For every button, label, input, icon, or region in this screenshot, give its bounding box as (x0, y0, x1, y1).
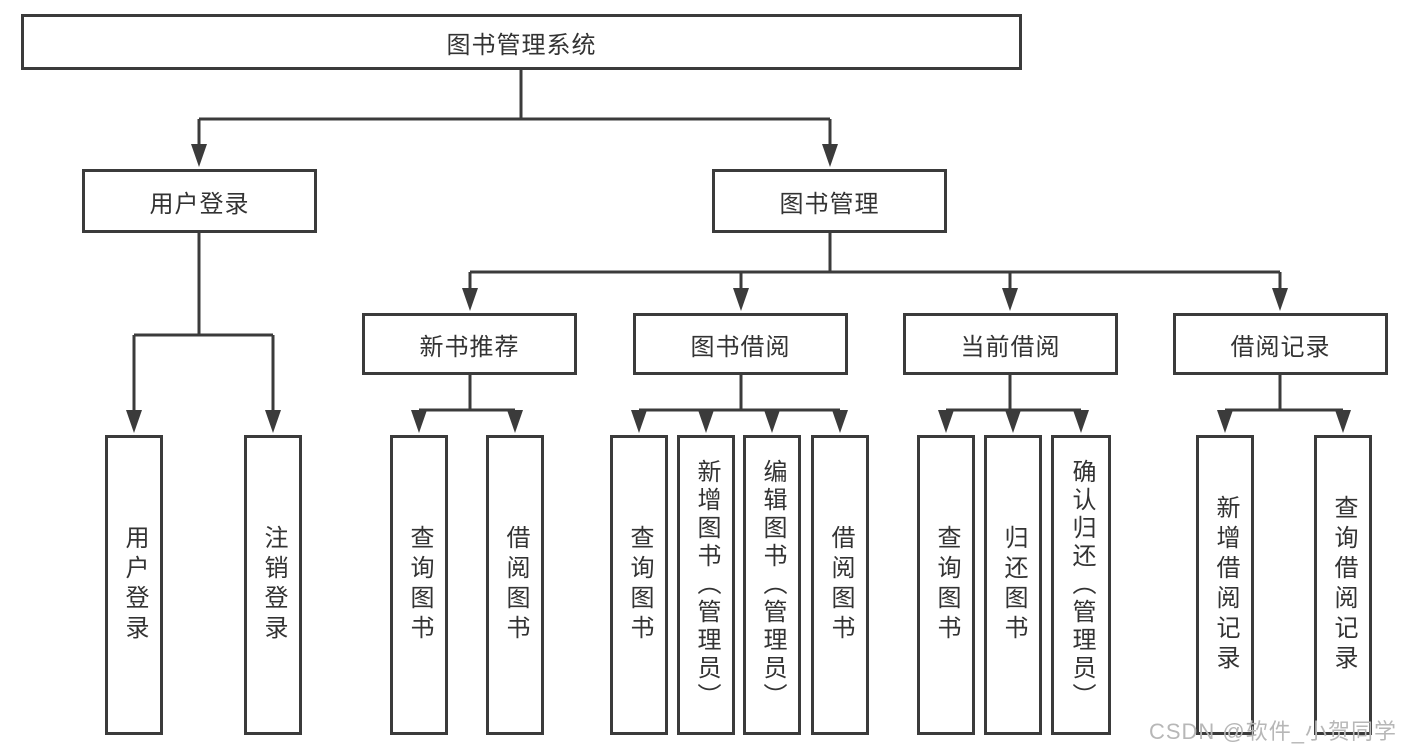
node-leaf-query-books-1: 查询图书 (390, 435, 448, 735)
node-leaf-confirm-return-admin: 确认归还（管理员） (1051, 435, 1111, 735)
node-leaf-add-borrow-record: 新增借阅记录 (1196, 435, 1254, 735)
node-new-book-recommend: 新书推荐 (362, 313, 577, 375)
node-leaf-query-books-2: 查询图书 (610, 435, 668, 735)
node-leaf-borrow-books-2: 借阅图书 (811, 435, 869, 735)
node-user-login: 用户登录 (82, 169, 317, 233)
node-leaf-return-book: 归还图书 (984, 435, 1042, 735)
node-current-borrow: 当前借阅 (903, 313, 1118, 375)
node-leaf-query-books-3: 查询图书 (917, 435, 975, 735)
node-book-borrow: 图书借阅 (633, 313, 848, 375)
node-leaf-user-login: 用户登录 (105, 435, 163, 735)
node-leaf-edit-book-admin: 编辑图书（管理员） (743, 435, 801, 735)
node-borrow-records: 借阅记录 (1173, 313, 1388, 375)
node-leaf-query-borrow-record: 查询借阅记录 (1314, 435, 1372, 735)
node-library-management-system: 图书管理系统 (21, 14, 1022, 70)
node-leaf-logout: 注销登录 (244, 435, 302, 735)
node-book-management: 图书管理 (712, 169, 947, 233)
node-leaf-add-book-admin: 新增图书（管理员） (677, 435, 735, 735)
arrowheads (126, 144, 1351, 433)
node-leaf-borrow-books-1: 借阅图书 (486, 435, 544, 735)
csdn-watermark: CSDN @软件_小贺同学 (1148, 719, 1397, 744)
